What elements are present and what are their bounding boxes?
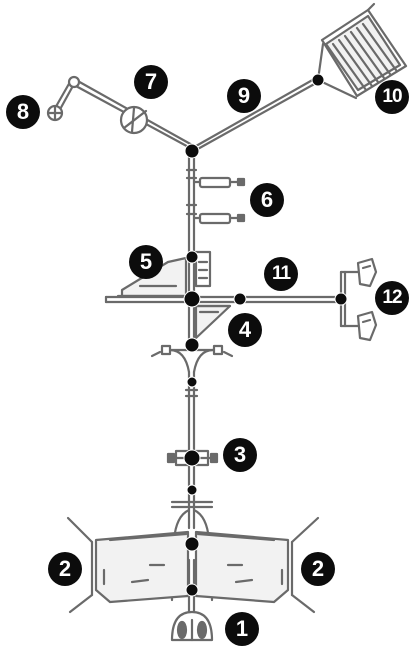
hub-lower-split xyxy=(186,484,198,496)
callout-7: 7 xyxy=(134,65,168,99)
pedals-12 xyxy=(339,257,378,342)
hub-joints xyxy=(183,73,348,597)
callout-9: 9 xyxy=(227,79,261,113)
callout-8: 8 xyxy=(6,95,40,129)
platform-left xyxy=(66,516,190,614)
callout-3: 3 xyxy=(223,438,257,472)
hub-pedal xyxy=(334,292,348,306)
dial-7 xyxy=(119,105,149,135)
platform-right xyxy=(194,516,320,614)
callout-12: 12 xyxy=(375,281,409,315)
hub-clamp xyxy=(183,449,201,467)
callout-1: 1 xyxy=(225,612,259,646)
callout-6: 6 xyxy=(250,183,284,217)
callout-2-right: 2 xyxy=(301,552,335,586)
hub-upper-mast xyxy=(185,250,199,264)
callout-11: 11 xyxy=(264,257,298,291)
hub-base xyxy=(185,583,199,597)
callout-10: 10 xyxy=(375,80,409,114)
vertical-mast xyxy=(185,150,198,298)
callout-5: 5 xyxy=(129,245,163,279)
crossbar xyxy=(104,295,340,304)
callout-2-left: 2 xyxy=(48,552,82,586)
hub-lower-column-b xyxy=(186,376,198,388)
small-arm-8 xyxy=(46,75,81,122)
foot-base-1 xyxy=(170,558,214,642)
hub-top xyxy=(184,143,200,159)
upper-y-arms xyxy=(72,76,320,152)
hub-cross-right xyxy=(233,292,247,306)
hub-cross xyxy=(183,290,201,308)
hub-platform xyxy=(184,536,200,552)
hub-panel xyxy=(311,73,325,87)
handles-6 xyxy=(192,176,246,225)
hub-lower-column xyxy=(184,337,200,353)
bracket-4 xyxy=(194,304,232,340)
grid-panel-10 xyxy=(316,2,408,100)
callout-4: 4 xyxy=(228,313,262,347)
